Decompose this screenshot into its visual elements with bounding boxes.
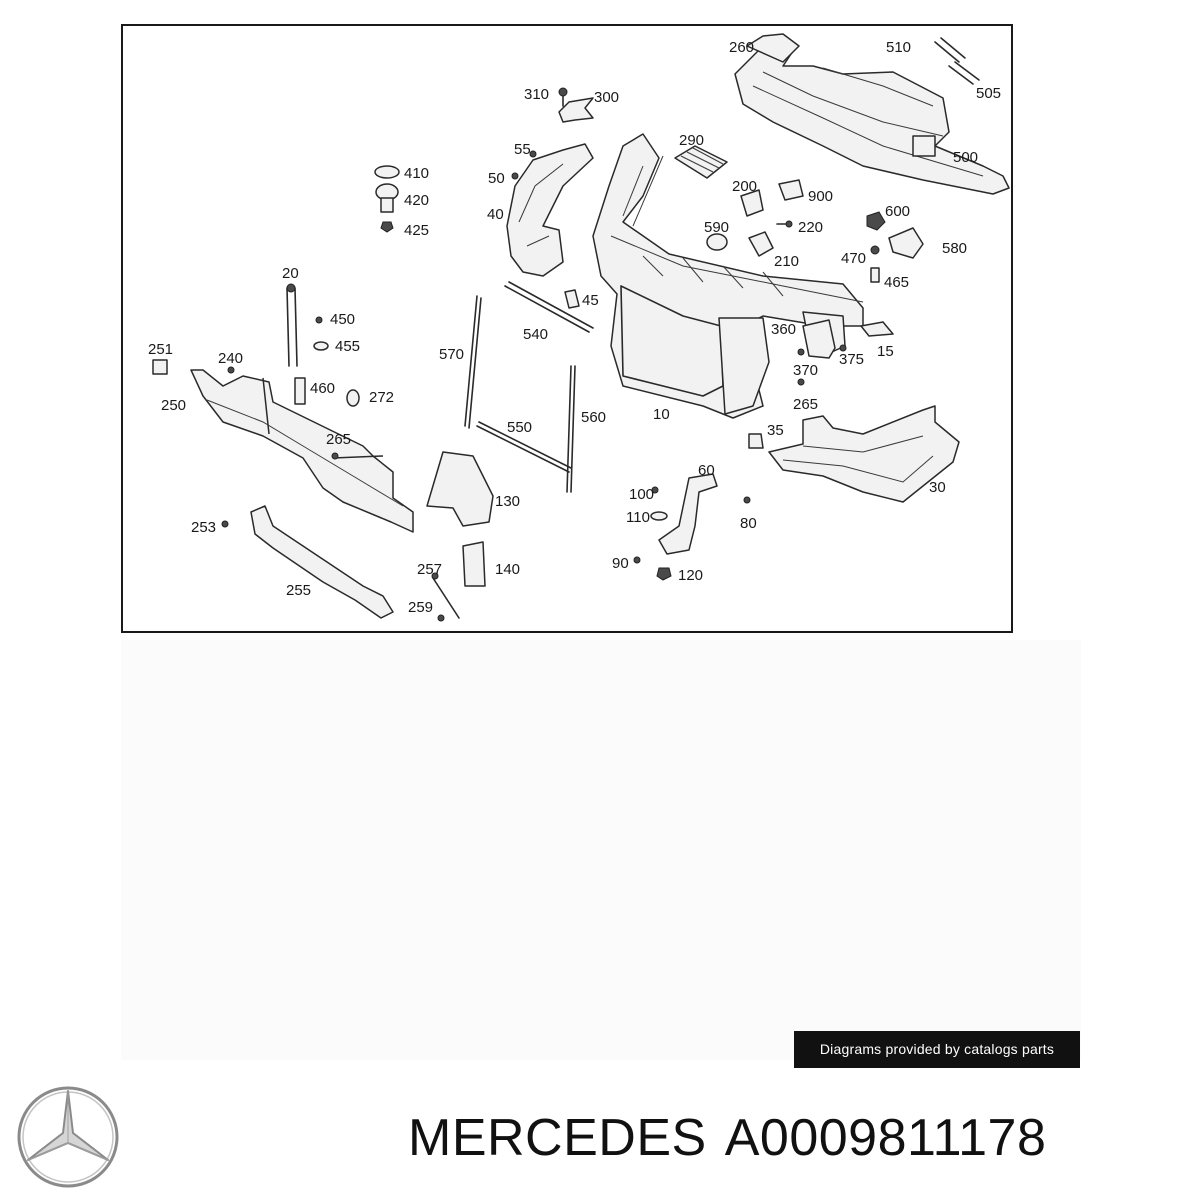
part-label: 500 [953, 149, 978, 166]
part-60-bracket [633, 473, 751, 581]
part-510-clips [934, 37, 980, 85]
part-label: 310 [524, 86, 549, 103]
part-250-beam [152, 359, 414, 533]
part-500-crossmember [734, 37, 1010, 195]
part-label: 240 [218, 350, 243, 367]
part-300-bracket [558, 87, 594, 123]
parts-diagram-panel: 260 510 505 500 310 300 290 55 50 40 410… [121, 24, 1013, 633]
part-label: 370 [793, 362, 818, 379]
part-label: 10 [653, 406, 670, 423]
part-label: 265 [326, 431, 351, 448]
part-200-210-220 [706, 179, 804, 257]
part-number: A0009811178 [724, 1109, 1047, 1167]
part-label: 450 [330, 311, 355, 328]
part-label: 30 [929, 479, 946, 496]
part-label: 251 [148, 341, 173, 358]
part-label: 420 [404, 192, 429, 209]
part-260-bracket [746, 33, 800, 63]
part-label: 375 [839, 351, 864, 368]
image-background [121, 640, 1081, 1060]
part-label: 130 [495, 493, 520, 510]
part-label: 15 [877, 343, 894, 360]
part-label: 55 [514, 141, 531, 158]
credit-banner: Diagrams provided by catalogs parts [794, 1031, 1080, 1068]
part-label: 255 [286, 582, 311, 599]
part-label: 510 [886, 39, 911, 56]
part-label: 455 [335, 338, 360, 355]
part-360-bracket [797, 319, 894, 386]
part-label: 220 [798, 219, 823, 236]
part-label: 410 [404, 165, 429, 182]
part-label: 200 [732, 178, 757, 195]
part-130-140 [426, 451, 494, 587]
part-30-bracket [748, 405, 960, 503]
part-label: 265 [793, 396, 818, 413]
part-label: 250 [161, 397, 186, 414]
part-label: 90 [612, 555, 629, 572]
part-label: 257 [417, 561, 442, 578]
parts-diagram: 260 510 505 500 310 300 290 55 50 40 410… [148, 33, 1010, 622]
part-label: 300 [594, 89, 619, 106]
part-label: 425 [404, 222, 429, 239]
footer-title: MERCEDES A0009811178 [408, 1108, 1046, 1168]
part-label: 560 [581, 409, 606, 426]
part-label: 590 [704, 219, 729, 236]
part-label: 40 [487, 206, 504, 223]
part-label: 210 [774, 253, 799, 270]
part-label: 20 [282, 265, 299, 282]
part-label: 110 [626, 509, 650, 526]
part-label: 465 [884, 274, 909, 291]
part-label: 570 [439, 346, 464, 363]
part-label: 260 [729, 39, 754, 56]
part-label: 272 [369, 389, 394, 406]
part-40-lamp-bracket [506, 143, 594, 277]
part-label: 80 [740, 515, 757, 532]
part-600-580 [866, 211, 924, 283]
part-label: 60 [698, 462, 715, 479]
part-10-front-carrier [592, 133, 864, 419]
part-label: 600 [885, 203, 910, 220]
part-label: 259 [408, 599, 433, 616]
part-label: 253 [191, 519, 216, 536]
part-label: 45 [582, 292, 599, 309]
part-label: 580 [942, 240, 967, 257]
part-seals [464, 281, 594, 493]
mercedes-star-icon [17, 1086, 119, 1188]
part-label: 100 [629, 486, 654, 503]
part-20-rod [286, 283, 360, 407]
part-label: 120 [678, 567, 703, 584]
part-label: 900 [808, 188, 833, 205]
part-290-grille [674, 145, 728, 179]
part-label: 550 [507, 419, 532, 436]
part-label: 505 [976, 85, 1001, 102]
part-label: 470 [841, 250, 866, 267]
part-label: 540 [523, 326, 548, 343]
part-label: 290 [679, 132, 704, 149]
part-257-link [431, 572, 460, 622]
part-label: 140 [495, 561, 520, 578]
part-label: 460 [310, 380, 335, 397]
part-label: 50 [488, 170, 505, 187]
brand-name: MERCEDES [408, 1109, 707, 1167]
part-label: 35 [767, 422, 784, 439]
part-410-420-425 [374, 165, 400, 233]
part-label: 360 [771, 321, 796, 338]
part-255-strut [221, 505, 394, 619]
